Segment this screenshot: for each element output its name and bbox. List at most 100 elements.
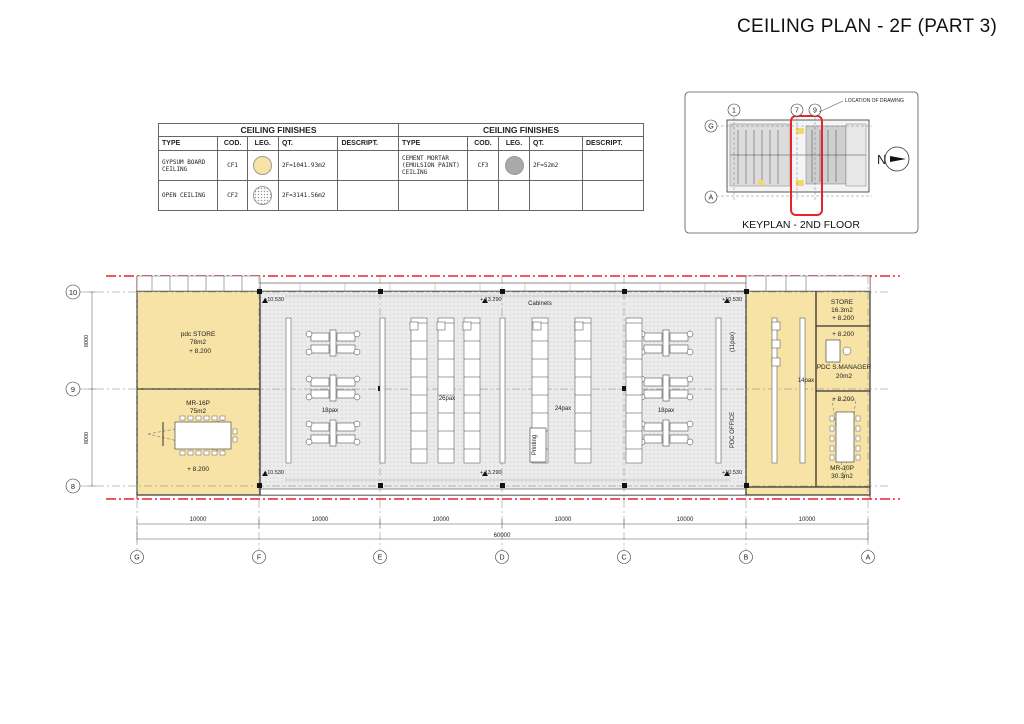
keyplan-grid-label: 7: [795, 108, 799, 115]
workstation-divider: [662, 419, 670, 447]
workstation-chair: [305, 438, 313, 446]
gypsum-ceiling-west: [137, 291, 260, 495]
workstation-desk: [310, 389, 330, 399]
meeting-table-16p: [147, 415, 238, 456]
desk-seat: [771, 357, 781, 367]
desk-column: [771, 317, 778, 464]
room-area: 30.3m2: [831, 473, 853, 480]
column-spacing: 10000: [312, 517, 329, 523]
keyplan-location-highlight: [790, 115, 823, 216]
room-name: MR-10P: [830, 465, 854, 472]
desk-column: [799, 317, 806, 464]
desk-row: [771, 317, 778, 464]
meeting-table-10p: [829, 399, 861, 481]
desk-row: [379, 317, 386, 464]
north-label: N: [877, 152, 886, 167]
grid-label: D: [499, 555, 504, 562]
room-area: 16.3m2: [831, 307, 853, 314]
keyplan-grid-label: G: [708, 124, 713, 131]
workstation-desk: [669, 434, 689, 444]
workstation-desk: [643, 389, 663, 399]
workstation-chair: [353, 330, 361, 338]
workstation-desk: [336, 389, 356, 399]
keyplan-building: [726, 119, 870, 193]
room-area: 75m2: [190, 408, 207, 415]
workstation-chair: [686, 375, 694, 383]
grid-bubble: [65, 381, 81, 397]
keyplan-grid-bubble: [790, 103, 804, 117]
keyplan-caption: KEYPLAN - 2ND FLOOR: [742, 219, 860, 231]
desk-row: [625, 317, 643, 464]
north-arrow-icon: N: [877, 146, 910, 172]
level-label: + 13.290: [480, 470, 502, 476]
workstation-desk: [310, 377, 330, 387]
level-markers: [262, 298, 730, 476]
desk-seat: [771, 321, 781, 331]
room-name: MR-16P: [186, 400, 210, 407]
workstation-desk: [310, 332, 330, 342]
workstation-desk: [336, 344, 356, 354]
pax-label: 24pax: [555, 406, 571, 412]
workstation-chair: [305, 420, 313, 428]
workstation-desk: [643, 344, 663, 354]
workstation-divider: [662, 374, 670, 402]
desk-seat: [409, 321, 419, 331]
workstation-divider: [329, 329, 337, 357]
grid-bubble: [65, 478, 81, 494]
desk-row: [463, 317, 481, 464]
workstation-desk: [669, 377, 689, 387]
desk-column: [285, 317, 292, 464]
workstation-desk: [643, 434, 663, 444]
grid-bubble: [861, 550, 875, 564]
workstation-desk: [669, 344, 689, 354]
workstation-desk: [669, 389, 689, 399]
keyplan-grid-bubble: [808, 103, 822, 117]
workstation-chair: [686, 393, 694, 401]
workstation-chair: [686, 420, 694, 428]
keyplan-grid-label: 1: [732, 108, 736, 115]
printing-label: Printing: [532, 435, 538, 455]
column-spacing: 10000: [799, 517, 816, 523]
room-area: 78m2: [190, 339, 207, 346]
grid-label: F: [257, 555, 261, 562]
grid-bubble: [65, 284, 81, 300]
column-spacing: 10000: [433, 517, 450, 523]
pax-label: 18pax: [322, 408, 338, 414]
room-area: 20m2: [836, 373, 853, 380]
workstation-desk: [643, 377, 663, 387]
finish-type: GYPSUM BOARD CEILING: [157, 150, 219, 181]
grid-bubble: [739, 550, 753, 564]
pax-label: (11pax): [730, 332, 736, 352]
keyplan-grid-label: 9: [813, 108, 817, 115]
level-label: + 13.290: [480, 297, 502, 303]
desk-row: [574, 317, 592, 464]
grid-lines: [80, 276, 890, 558]
desk-column: [499, 317, 506, 464]
pax-label: 18pax: [658, 408, 674, 414]
room-level: + 8.200: [832, 331, 854, 338]
keyplan-grid-bubble: [704, 119, 718, 133]
room-name: pdc STORE: [181, 331, 216, 338]
workstation-cluster: [305, 419, 361, 447]
keyplan-grid-bubble: [727, 103, 741, 117]
finish-qty: 2F=3141.56m2: [277, 180, 339, 211]
desk-column: [715, 317, 722, 464]
desk-column: [625, 317, 643, 464]
keyplan-location-label: LOCATION OF DRAWING: [845, 98, 904, 104]
workstation-desk: [336, 377, 356, 387]
empty-cell: [398, 180, 468, 211]
level-label: +10.530: [722, 297, 742, 303]
legend-swatch: [253, 186, 273, 205]
finish-legend: [246, 180, 279, 211]
desk-seat: [532, 321, 542, 331]
finish-code: CF2: [217, 180, 248, 211]
workstation-chair: [686, 348, 694, 356]
finish-legend: [246, 150, 279, 181]
empty-cell: [498, 180, 530, 211]
total-length: 60000: [494, 533, 511, 539]
workstation-desk: [336, 332, 356, 342]
workstation-chair: [305, 375, 313, 383]
cabinets-label: Cabinets: [528, 301, 552, 307]
workstation-chair: [305, 348, 313, 356]
row-spacing: 8000: [84, 432, 90, 444]
